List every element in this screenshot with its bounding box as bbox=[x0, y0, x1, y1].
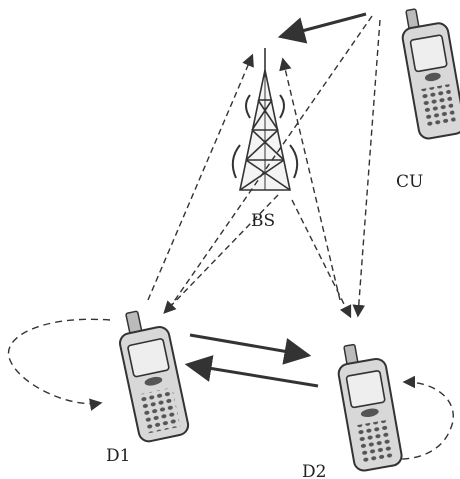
base-station-tower-icon bbox=[231, 48, 299, 191]
d2-phone-icon bbox=[337, 343, 403, 472]
d2-to-bs-dashed-arrow bbox=[279, 57, 341, 301]
bs-label: BS bbox=[251, 211, 275, 231]
links bbox=[7, 12, 454, 460]
d1-to-bs-dashed-arrow bbox=[147, 53, 254, 301]
bs-to-d2-dashed-arrow bbox=[291, 199, 352, 319]
cu-to-d2-dashed-arrow bbox=[352, 19, 381, 318]
d1-to-d2-arrow bbox=[189, 333, 312, 365]
bs-to-d1-dashed-arrow bbox=[163, 194, 279, 314]
d1-label: D1 bbox=[106, 446, 130, 466]
d2-label: D2 bbox=[302, 462, 326, 479]
d1-self-loop bbox=[7, 318, 111, 411]
cu-label: CU bbox=[396, 172, 423, 192]
d1-phone-icon bbox=[119, 310, 190, 443]
cu-to-bs-arrow bbox=[277, 12, 367, 44]
d2-self-loop bbox=[387, 375, 454, 460]
cu-phone-icon bbox=[401, 8, 460, 140]
d2-to-d1-arrow bbox=[184, 355, 319, 388]
